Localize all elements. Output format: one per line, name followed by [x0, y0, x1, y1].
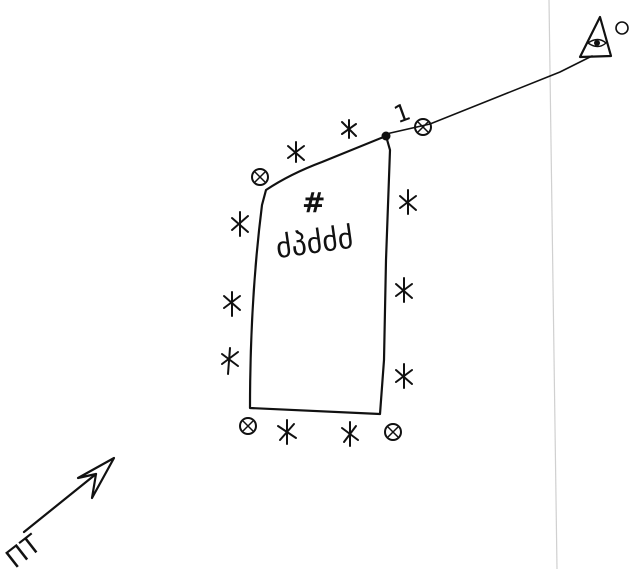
star-cross-icon	[342, 120, 356, 138]
inner-scribble-text: ძპძძძ	[274, 221, 356, 267]
star-cross-icon	[396, 278, 412, 302]
star-cross-icon	[396, 364, 412, 388]
star-cross-icon	[342, 422, 358, 446]
circle-cross-icon	[385, 424, 401, 440]
star-cross-icon	[278, 420, 296, 444]
star-cross-icon	[224, 292, 240, 316]
star-cross-icon	[232, 212, 248, 236]
star-cross-icon	[288, 142, 304, 162]
small-circle-icon	[616, 22, 628, 34]
arrow-icon	[24, 458, 114, 532]
north-label: ПТ	[1, 529, 47, 569]
circle-cross-icon	[252, 169, 268, 185]
circle-cross-icon	[240, 418, 256, 434]
star-cross-icon	[400, 190, 416, 214]
star-cross-icon	[222, 348, 238, 374]
paper-fold-line	[549, 0, 557, 569]
hash-mark: #	[302, 186, 325, 219]
eye-triangle-icon	[580, 17, 611, 57]
start-marker-label: 1	[390, 98, 414, 130]
area-outline	[250, 136, 390, 414]
